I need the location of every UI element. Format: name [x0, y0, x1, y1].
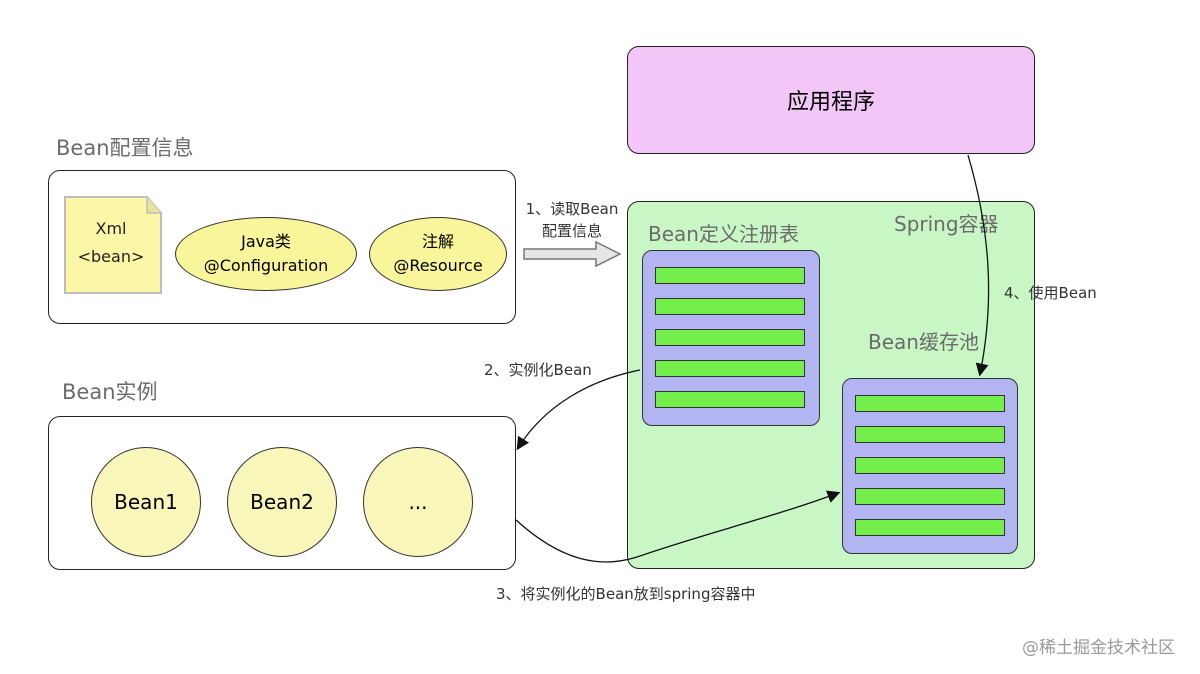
bean-instance-circle: ... [363, 447, 473, 557]
xml-document: Xml <bean> [63, 195, 163, 295]
xml-document-line2: <bean> [77, 247, 145, 266]
registry-entry [655, 360, 805, 377]
application-label: 应用程序 [786, 90, 875, 115]
instance-section-title: Bean实例 [62, 380, 158, 404]
step1-label-line1: 1、读取Bean [525, 200, 619, 218]
cache-entry [855, 519, 1005, 536]
cache-title: Bean缓存池 [868, 330, 979, 354]
spring-container: Spring容器 Bean定义注册表 Bean缓存池 [627, 201, 1035, 569]
bean-instance-circle: Bean2 [227, 447, 337, 557]
spring-container-title: Spring容器 [894, 212, 999, 236]
bean-instance-label: Bean2 [250, 490, 314, 514]
application-box: 应用程序 [627, 46, 1035, 154]
xml-document-text: Xml <bean> [63, 195, 159, 291]
step3-label: 3、将实例化的Bean放到spring容器中 [496, 585, 756, 603]
instance-box: Bean1 Bean2 ... [48, 416, 516, 570]
registry-entry [655, 267, 805, 284]
step2-label: 2、实例化Bean [484, 361, 592, 379]
bean-cache-pool [842, 378, 1018, 554]
step1-label-line2: 配置信息 [541, 222, 602, 240]
bean-instance-label: Bean1 [114, 490, 178, 514]
config-section-title: Bean配置信息 [56, 136, 194, 160]
cache-entry [855, 426, 1005, 443]
xml-document-line1: Xml [95, 219, 127, 238]
java-class-line2: @Configuration [203, 256, 329, 275]
registry-entry [655, 329, 805, 346]
cache-entry [855, 395, 1005, 412]
registry-entry [655, 391, 805, 408]
bean-definition-registry [642, 250, 820, 426]
annotation-line1: 注解 [421, 232, 454, 251]
java-class-line1: Java类 [241, 232, 291, 251]
registry-entry [655, 298, 805, 315]
java-class-ellipse: Java类 @Configuration [175, 217, 357, 291]
config-box: Xml <bean> Java类 @Configuration 注解 @Reso… [48, 170, 516, 324]
annotation-line2: @Resource [393, 256, 483, 275]
bean-instance-label: ... [408, 490, 428, 514]
step1-label: 1、读取Bean 配置信息 [508, 198, 636, 242]
annotation-ellipse: 注解 @Resource [369, 217, 507, 291]
step1-arrow [523, 240, 622, 268]
registry-title: Bean定义注册表 [648, 222, 799, 246]
step2-arrow [516, 369, 641, 451]
watermark: @稀土掘金技术社区 [1022, 638, 1175, 658]
step4-label: 4、使用Bean [1004, 284, 1097, 302]
cache-entry [855, 488, 1005, 505]
cache-entry [855, 457, 1005, 474]
bean-instance-circle: Bean1 [91, 447, 201, 557]
